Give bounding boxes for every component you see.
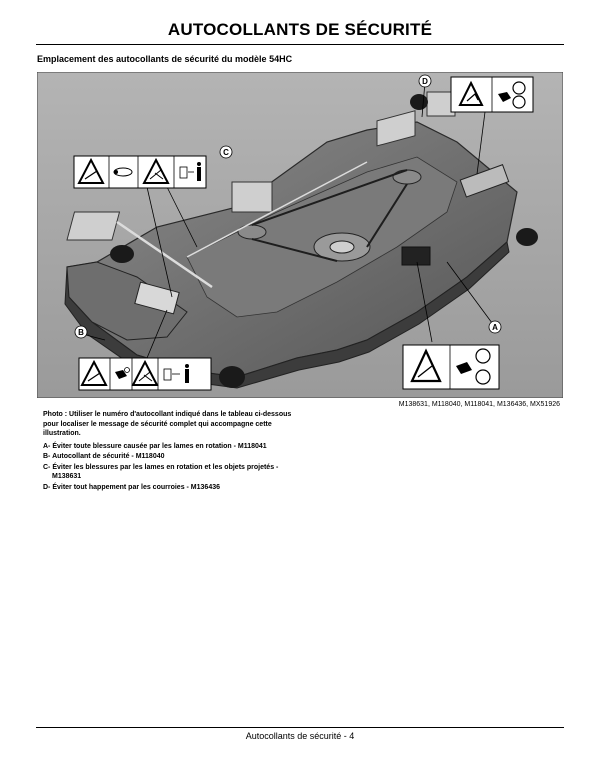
caption-item-a: A- Éviter toute blessure causée par les … [43,442,267,450]
callout-a-label: A [492,323,498,332]
page-title: AUTOCOLLANTS DE SÉCURITÉ [167,20,433,39]
page-footer: Autocollants de sécurité - 4 [245,731,355,741]
callout-c-label: C [223,148,229,157]
caption-intro: Photo : Utiliser le numéro d'autocollant… [43,411,292,437]
callout-b-label: B [78,328,84,337]
mower-deck-illustration: C B A D [37,72,563,398]
title-rule [36,44,564,45]
thrown-object-hazard-icon [142,157,170,184]
decal-d-belt-entanglement [450,76,534,113]
callout-d-label: D [422,77,428,86]
footer-rule [36,727,564,728]
decal-c-rotating-blade-thrown-objects: C [73,145,233,189]
caption-item-c: C- Éviter les blessures par les lames en… [43,463,279,481]
section-heading: Emplacement des autocollants de sécurité… [37,54,293,64]
pulley-icon [512,81,526,95]
keep-away-person-icon [197,162,201,166]
hand-hazard-icon [498,92,511,102]
caption-item-b: B- Autocollant de sécurité - M118040 [43,453,165,460]
figure-reference: M138631, M118040, M118041, M136436, MX51… [398,401,560,408]
decal-a-rotating-blade: A [402,320,502,390]
decal-b-safety: B [74,325,212,391]
belt-entanglement-hazard-icon [458,80,484,106]
caption-block: Photo : Utiliser le numéro d'autocollant… [43,410,303,493]
caption-item-d: D- Éviter tout happement par les courroi… [43,483,220,491]
